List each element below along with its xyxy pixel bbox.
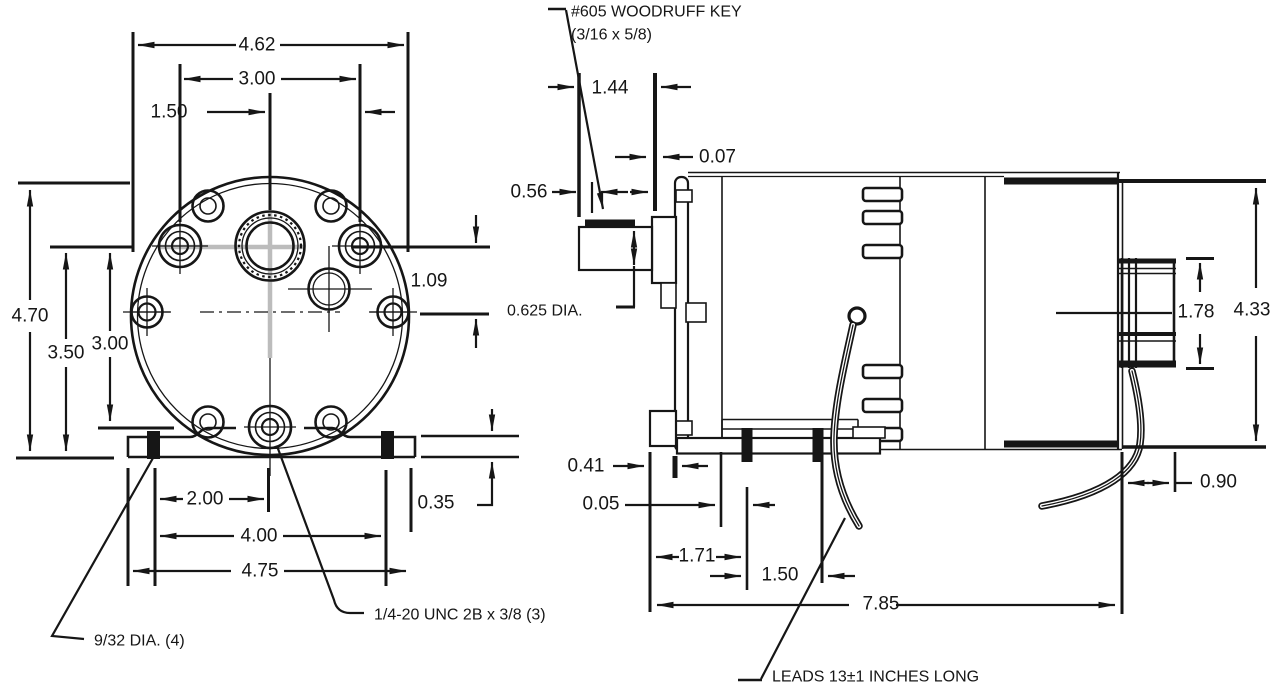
side-leader-notes: #605 WOODRUFF KEY (3/16 x 5/8) LEADS 13±… (548, 4, 979, 686)
note-mounting-holes: 9/32 DIA. (4) (94, 633, 185, 650)
lead-wires (830, 306, 1145, 530)
woodruff-key (585, 219, 635, 228)
dim-foot-thickness: 0.35 (418, 493, 455, 514)
dim-overall-height-side: 4.33 (1234, 300, 1271, 321)
dim-bolt-spacing-v: 3.00 (92, 334, 129, 355)
front-leader-notes: 9/32 DIA. (4) 1/4-20 UNC 2B x 3/8 (3) (50, 445, 546, 650)
note-woodruff-key-line1: #605 WOODRUFF KEY (571, 4, 742, 21)
dim-overall-height: 4.70 (12, 306, 49, 327)
front-view: 4.62 3.00 1.50 4.70 3.50 3.00 1.09 0.35 (12, 32, 546, 650)
dim-boss-length: 0.41 (568, 456, 605, 477)
dim-bolt-spacing-h: 3.00 (239, 69, 276, 90)
note-woodruff-key-line2: (3/16 x 5/8) (571, 27, 652, 44)
vent-louvers (861, 186, 904, 443)
dim-key-height: 0.07 (699, 147, 736, 168)
bolt-hole-top-left (152, 218, 208, 274)
dim-slot-half-spacing: 2.00 (187, 489, 224, 510)
note-tapped-holes: 1/4-20 UNC 2B x 3/8 (3) (374, 607, 546, 624)
dim-base-width: 4.75 (242, 561, 279, 582)
endplate-clip-middle (685, 302, 707, 323)
dim-base-to-top-bolts: 3.50 (48, 343, 85, 364)
bottom-boss (648, 409, 678, 448)
endplate-clip-bottom (675, 420, 693, 436)
dim-foot-slot-spacing: 1.50 (762, 565, 799, 586)
lower-boss (660, 282, 677, 309)
dim-key-position: 0.56 (511, 182, 548, 203)
dim-shaft-diameter: 0.625 DIA. (507, 303, 583, 320)
dim-face-to-foot: 0.05 (583, 494, 620, 515)
side-view: 1.44 0.07 0.56 0.625 DIA. 0.41 0.05 1.71 (507, 4, 1270, 686)
side-feet (675, 418, 886, 462)
front-dimensions: 4.62 3.00 1.50 4.70 3.50 3.00 1.09 0.35 (12, 35, 496, 582)
dim-bolt-half-spacing: 1.50 (151, 102, 188, 123)
dim-overall-length: 7.85 (863, 594, 900, 615)
front-centerlines (133, 311, 408, 476)
front-secondary-hole (288, 246, 372, 332)
side-foot-slot-rear (812, 428, 824, 462)
front-shaft-hole (234, 210, 306, 282)
dim-center-offset: 1.09 (411, 271, 448, 292)
front-gray-centerlines (158, 213, 305, 358)
foot-slot-left (147, 431, 160, 459)
front-extension-lines (16, 32, 519, 586)
plain-holes (191, 189, 348, 439)
foot-slot-right (381, 431, 394, 459)
dim-terminal-overhang: 0.90 (1200, 472, 1237, 493)
wire-grommet (847, 306, 867, 326)
side-dimensions: 1.44 0.07 0.56 0.625 DIA. 0.41 0.05 1.71 (507, 78, 1270, 615)
dim-slot-spacing: 4.00 (241, 526, 278, 547)
note-leads: LEADS 13±1 INCHES LONG (772, 669, 979, 686)
rear-foot-mount (852, 426, 886, 439)
dim-shaft-length: 1.44 (592, 78, 629, 99)
shaft-boss (650, 215, 678, 285)
shaft-assembly (577, 219, 654, 272)
endplate-clip-top (675, 189, 693, 203)
side-extension-lines (577, 73, 1266, 614)
side-motor-body (648, 171, 1124, 453)
dim-terminal-height: 1.78 (1178, 302, 1215, 323)
motor-shaft (577, 225, 654, 272)
side-foot-slot-front (741, 428, 753, 462)
terminal-block (1056, 258, 1176, 368)
dim-foot-front-position: 1.71 (679, 546, 716, 567)
dim-overall-width: 4.62 (239, 35, 276, 56)
